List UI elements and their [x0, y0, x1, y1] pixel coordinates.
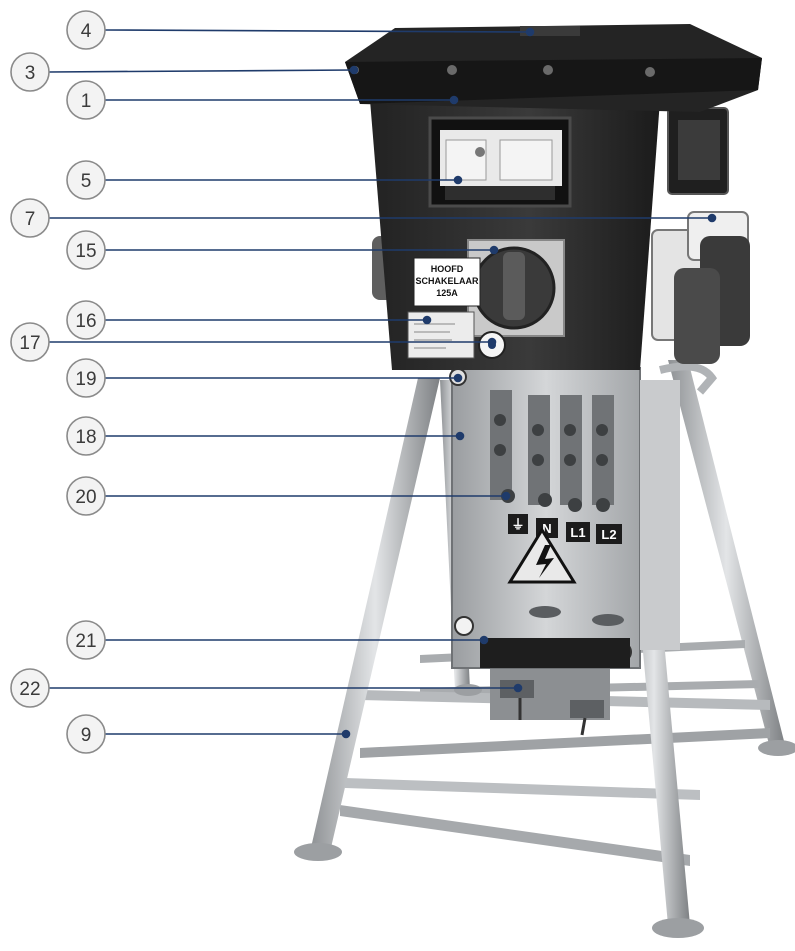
rating-plate: [407, 311, 475, 359]
leader-endpoint-19: [453, 373, 463, 383]
callout-label-9: 9: [81, 725, 92, 746]
callout-circle-21: [66, 620, 106, 660]
leader-endpoint-16: [422, 315, 432, 325]
callout-label-15: 15: [75, 241, 96, 262]
callout-circle-3: [10, 52, 50, 92]
leader-endpoint-21: [479, 635, 489, 645]
leader-endpoint-22: [513, 683, 523, 693]
callout-circle-22: [10, 668, 50, 708]
callout-label-20: 20: [75, 487, 96, 508]
leader-endpoint-17: [487, 337, 497, 347]
callout-circle-20: [66, 476, 106, 516]
callout-label-19: 19: [75, 369, 96, 390]
leader-endpoint-15: [489, 245, 499, 255]
leader-endpoint-1: [449, 95, 459, 105]
callout-circle-7: [10, 198, 50, 238]
callout-label-21: 21: [75, 631, 96, 652]
leader-endpoint-5: [453, 175, 463, 185]
callout-label-5: 5: [81, 171, 92, 192]
callout-label-4: 4: [81, 21, 92, 42]
switch-label-line-2: SCHAKELAAR: [416, 276, 480, 286]
earth-symbol-icon: ⏚: [511, 517, 524, 532]
callout-label-16: 16: [75, 311, 96, 332]
leader-endpoint-7: [707, 213, 717, 223]
main-housing: HOOFD SCHAKELAAR 125A: [345, 24, 762, 370]
callout-circle-4: [66, 10, 106, 50]
terminal-label-l2: L2: [601, 527, 616, 542]
terminal-compartment: ⏚ N L1 L2: [449, 367, 680, 669]
leader-line-4: [104, 29, 531, 33]
callout-label-7: 7: [25, 209, 36, 230]
leader-endpoint-3: [349, 65, 359, 75]
switch-label-line-3: 125A: [436, 288, 458, 298]
callout-circle-15: [66, 230, 106, 270]
leader-endpoint-18: [455, 431, 465, 441]
cable-gland-assembly: [490, 660, 610, 736]
leader-endpoint-20: [501, 491, 511, 501]
terminal-label-n: N: [542, 521, 551, 536]
callout-circle-17: [10, 322, 50, 362]
callout-label-1: 1: [81, 91, 92, 112]
leader-endpoint-4: [525, 27, 535, 37]
callout-circle-9: [66, 714, 106, 754]
callout-label-3: 3: [25, 63, 36, 84]
leader-line-3: [48, 69, 355, 73]
switch-label-line-1: HOOFD: [431, 264, 464, 274]
leader-endpoint-9: [341, 729, 351, 739]
callout-circle-18: [66, 416, 106, 456]
callout-label-18: 18: [75, 427, 96, 448]
leader-lines: [48, 27, 717, 739]
callout-circle-16: [66, 300, 106, 340]
callout-circle-19: [66, 358, 106, 398]
callout-label-22: 22: [19, 679, 40, 700]
callout-label-17: 17: [19, 333, 40, 354]
cee-sockets: [651, 107, 750, 364]
callout-circle-5: [66, 160, 106, 200]
terminal-label-l1: L1: [570, 525, 585, 540]
callout-circle-1: [66, 80, 106, 120]
